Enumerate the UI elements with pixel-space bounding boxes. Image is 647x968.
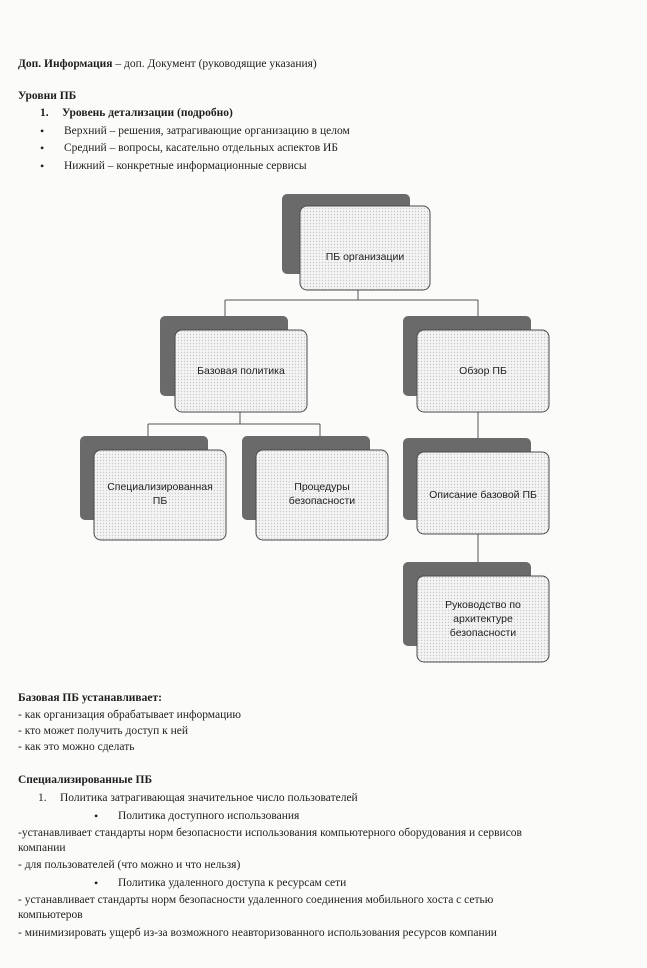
box-pb-organization: ПБ организации	[282, 194, 431, 291]
box-pb-organization-label: ПБ организации	[326, 251, 405, 263]
specialized-pb-item-title: Политика затрагивающая значительное числ…	[60, 792, 358, 804]
levels-item-number: 1.	[40, 107, 49, 119]
box-security-procedures: Процедуры безопасности	[242, 436, 389, 541]
connector-lines	[147, 290, 479, 562]
sub2-line-2: компьютеров	[18, 909, 83, 921]
sub1-line-3: - для пользователей (что можно и что нел…	[18, 859, 241, 871]
box-specialized-pb: Специализированная ПБ	[80, 436, 227, 541]
basic-pb-line-1: - как организация обрабатывает информаци…	[18, 709, 241, 721]
box-security-procedures-line1: Процедуры	[294, 481, 349, 493]
box-pb-overview-label: Обзор ПБ	[459, 365, 507, 377]
sub2-line-1: - устанавливает стандарты норм безопасно…	[18, 894, 494, 906]
box-security-architecture-guide: Руководство по архитектуре безопасности	[403, 562, 550, 663]
intro-line: Доп. Информация – доп. Документ (руковод…	[18, 57, 317, 71]
sub1-title: Политика доступного использования	[94, 809, 299, 823]
levels-bullet-top: Верхний – решения, затрагивающие организ…	[40, 124, 350, 138]
sub2-line-3: - минимизировать ущерб из-за возможного …	[18, 927, 497, 939]
levels-heading: Уровни ПБ	[18, 90, 77, 102]
levels-bullet-bottom: Нижний – конкретные информационные серви…	[40, 159, 307, 173]
specialized-pb-heading: Специализированные ПБ	[18, 774, 153, 786]
sub2-title: Политика удаленного доступа к ресурсам с…	[94, 876, 346, 890]
box-basic-pb-description: Описание базовой ПБ	[403, 438, 550, 535]
box-basic-policy-label: Базовая политика	[197, 365, 285, 377]
box-specialized-pb-line2: ПБ	[153, 495, 168, 507]
box-basic-pb-description-label: Описание базовой ПБ	[429, 489, 537, 501]
basic-pb-heading: Базовая ПБ устанавливает:	[18, 692, 162, 704]
basic-pb-line-2: - кто может получить доступ к ней	[18, 725, 189, 737]
box-security-architecture-guide-line1: Руководство по	[445, 599, 521, 611]
box-specialized-pb-line1: Специализированная	[107, 481, 213, 493]
sub1-line-2: компании	[18, 842, 66, 854]
sub1-line-1: -устанавливает стандарты норм безопаснос…	[18, 827, 522, 839]
specialized-pb-item-number: 1.	[38, 792, 47, 804]
intro-term: Доп. Информация	[18, 58, 113, 70]
box-security-architecture-guide-line3: безопасности	[450, 627, 517, 639]
levels-bullet-middle: Средний – вопросы, касательно отдельных …	[40, 141, 338, 155]
box-pb-overview: Обзор ПБ	[403, 316, 550, 413]
levels-item-title: Уровень детализации (подробно)	[62, 107, 233, 119]
box-basic-policy: Базовая политика	[160, 316, 308, 413]
box-security-architecture-guide-line2: архитектуре	[453, 613, 513, 625]
basic-pb-line-3: - как это можно сделать	[18, 741, 135, 753]
intro-rest: – доп. Документ (руководящие указания)	[112, 58, 317, 70]
box-security-procedures-line2: безопасности	[289, 495, 356, 507]
